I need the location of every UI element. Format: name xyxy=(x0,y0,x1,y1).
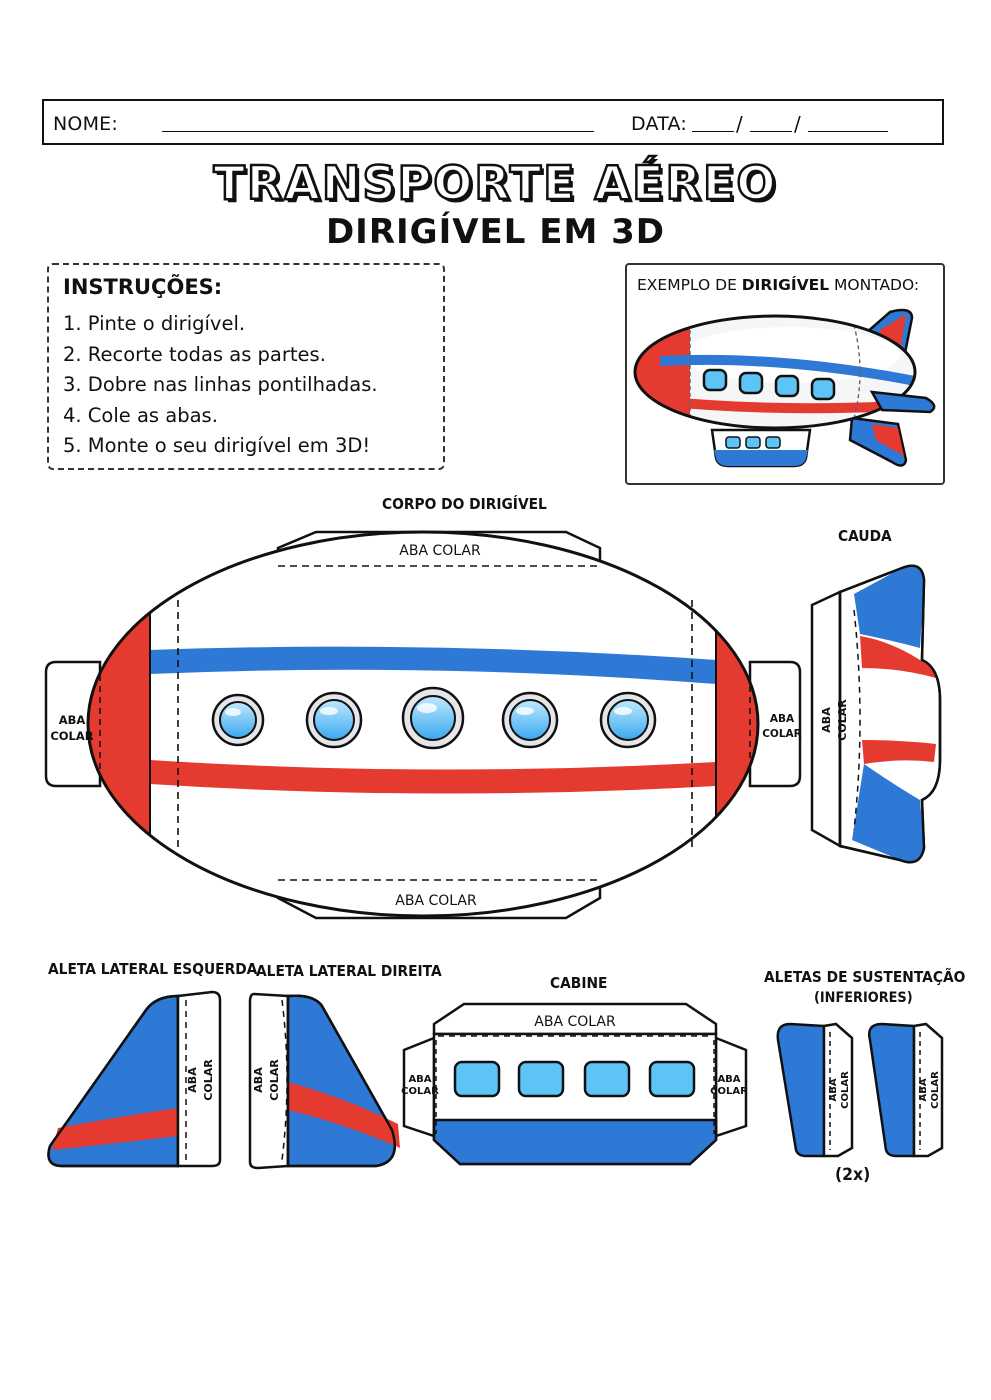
glue-tab-label: COLAR xyxy=(930,1071,941,1109)
left-fin-label: ALETA LATERAL ESQUERDA xyxy=(48,960,258,978)
glue-tab-label: ABA xyxy=(828,1078,839,1101)
header-box: NOME: DATA: / / xyxy=(42,99,944,145)
support-fin-cutout[interactable]: ABA COLAR xyxy=(776,1022,854,1158)
glue-tab-label: COLAR xyxy=(50,729,93,743)
glue-tab-label: ABA xyxy=(770,713,795,725)
example-box: EXEMPLO DE DIRIGÍVEL MONTADO: xyxy=(625,263,945,485)
glue-tab-label: COLAR xyxy=(401,1086,439,1097)
tail-label: CAUDA xyxy=(838,527,892,545)
left-fin-cutout[interactable]: ABA COLAR xyxy=(47,990,222,1168)
date-year-line[interactable] xyxy=(808,131,888,132)
glue-tab-label: ABA xyxy=(59,713,86,727)
glue-tab-label: ABA xyxy=(252,1067,265,1093)
support-fin-cutout[interactable]: ABA COLAR xyxy=(868,1022,944,1158)
instructions-title: INSTRUÇÕES: xyxy=(63,275,223,299)
glue-tab-label: ABA xyxy=(717,1074,740,1085)
instruction-step: 4. Cole as abas. xyxy=(63,403,218,427)
name-field-line[interactable] xyxy=(162,131,594,132)
right-fin-label: ALETA LATERAL DIREITA xyxy=(256,962,442,980)
glue-tab-label: ABA xyxy=(186,1067,199,1093)
instruction-step: 2. Recorte todas as partes. xyxy=(63,342,326,366)
cabin-window xyxy=(648,1060,696,1098)
instruction-step: 5. Monte o seu dirigível em 3D! xyxy=(63,434,371,457)
instruction-step: 3. Dobre nas linhas pontilhadas. xyxy=(63,373,378,396)
tail-cutout[interactable]: ABA COLAR xyxy=(810,564,942,864)
support-fins-label: ALETAS DE SUSTENTAÇÃO xyxy=(764,968,966,986)
porthole-window xyxy=(501,691,559,749)
cabin-window xyxy=(583,1060,631,1098)
cabin-label: CABINE xyxy=(550,974,608,992)
page-title: TRANSPORTE AÉREO xyxy=(212,155,778,212)
instructions-box: INSTRUÇÕES: 1. Pinte o dirigível. 2. Rec… xyxy=(47,263,445,470)
glue-tab-label: COLAR xyxy=(840,1071,851,1109)
support-fins-count: (2x) xyxy=(835,1165,871,1185)
glue-tab-label: ABA xyxy=(820,707,833,733)
date-separator: / xyxy=(736,112,743,136)
name-label: NOME: xyxy=(53,113,118,135)
date-day-line[interactable] xyxy=(692,131,734,132)
porthole-window xyxy=(211,693,265,747)
page-subtitle: DIRIGÍVEL EM 3D xyxy=(325,212,666,252)
porthole-window xyxy=(305,691,363,749)
support-fins-sublabel: (INFERIORES) xyxy=(814,990,913,1006)
glue-tab-label: COLAR xyxy=(202,1059,215,1101)
glue-tab-label: ABA COLAR xyxy=(399,543,481,559)
glue-tab-label: ABA COLAR xyxy=(534,1014,616,1030)
blimp-body-cutout[interactable]: ABA COLAR ABA COLAR ABA COLAR ABA COLAR xyxy=(44,520,806,940)
instruction-step: 1. Pinte o dirigível. xyxy=(63,312,246,335)
date-month-line[interactable] xyxy=(750,131,792,132)
porthole-window xyxy=(401,686,465,750)
date-separator: / xyxy=(794,112,801,136)
right-fin-cutout[interactable]: ABA COLAR xyxy=(248,992,400,1170)
porthole-window xyxy=(599,691,657,749)
date-label: DATA: xyxy=(631,113,688,135)
glue-tab-label: COLAR xyxy=(268,1059,281,1101)
example-title: EXEMPLO DE DIRIGÍVEL MONTADO: xyxy=(637,276,920,294)
cabin-window xyxy=(453,1060,501,1098)
instructions-list: 1. Pinte o dirigível. 2. Recorte todas a… xyxy=(63,309,378,462)
glue-tab-label: COLAR xyxy=(836,699,849,741)
cabin-window xyxy=(517,1060,565,1098)
example-blimp-illustration xyxy=(633,308,936,468)
glue-tab-label: COLAR xyxy=(710,1086,748,1097)
glue-tab-label: ABA COLAR xyxy=(395,893,477,909)
glue-tab-label: ABA xyxy=(408,1074,431,1085)
body-label: CORPO DO DIRIGÍVEL xyxy=(382,495,547,513)
glue-tab-label: ABA xyxy=(918,1078,929,1101)
cabin-cutout[interactable]: ABA COLAR ABA COLAR ABA COLAR xyxy=(401,1002,748,1166)
glue-tab-label: COLAR xyxy=(762,728,802,740)
